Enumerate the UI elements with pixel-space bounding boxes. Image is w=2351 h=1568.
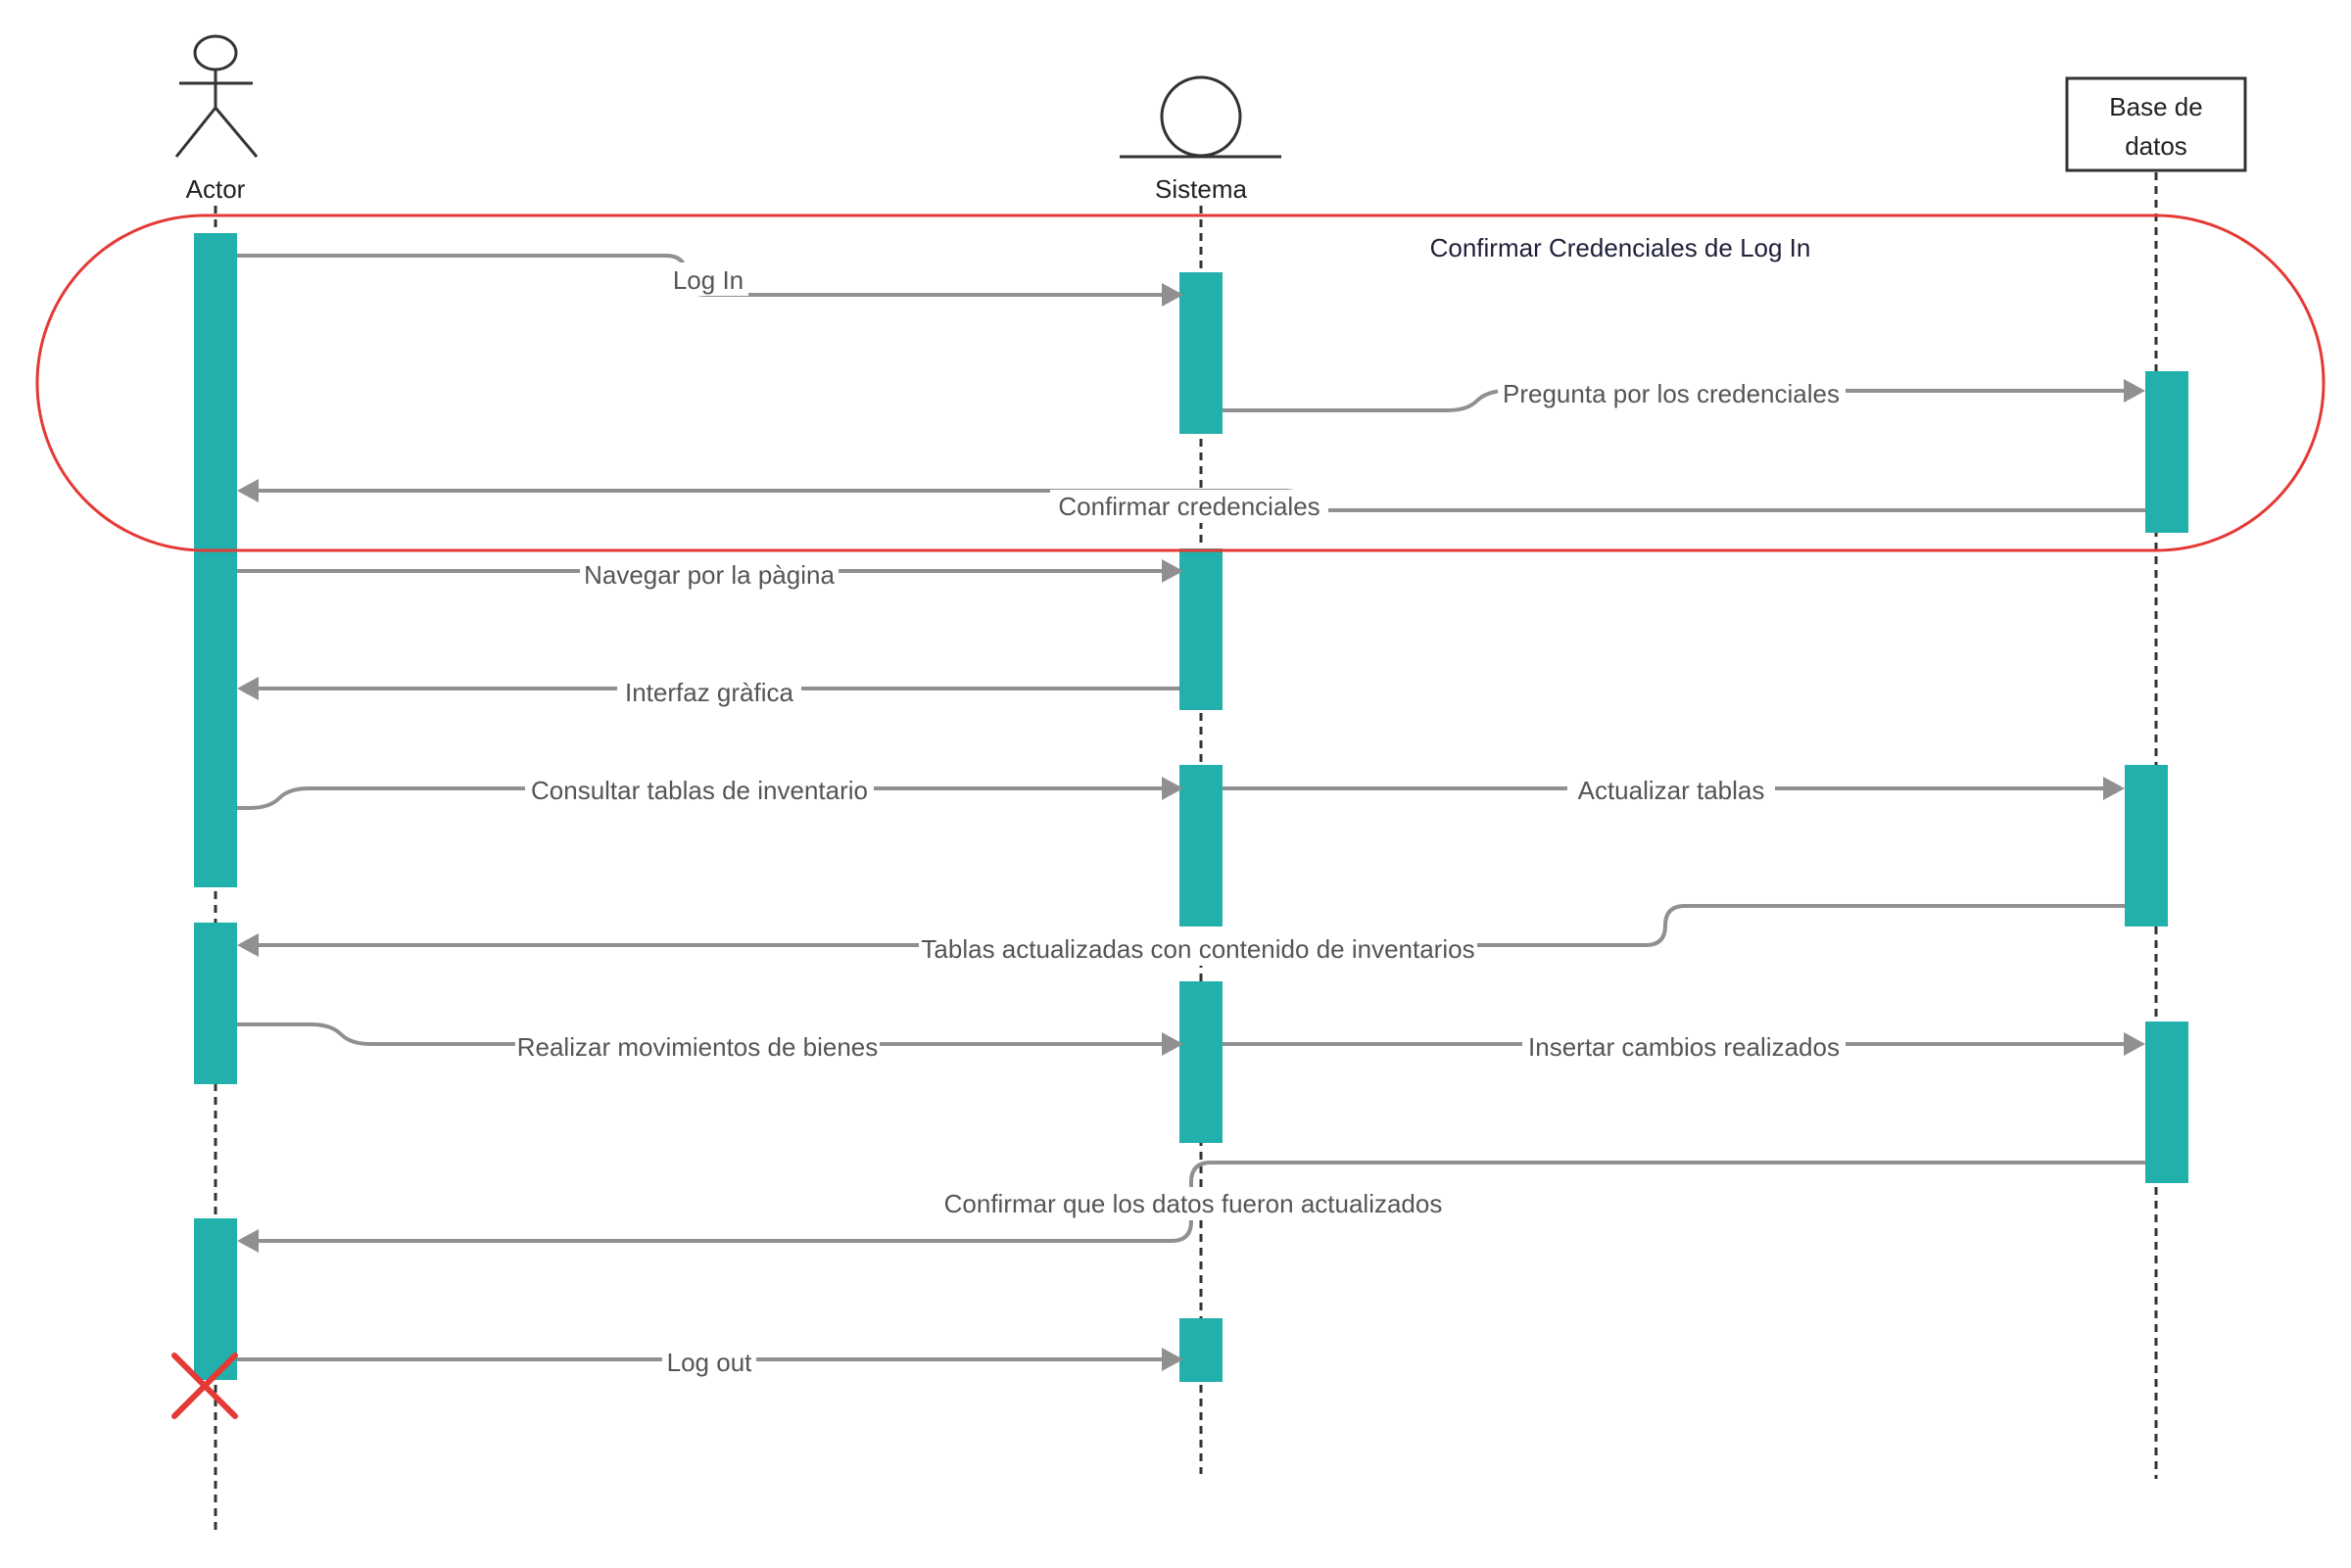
message-label: Interfaz gràfica bbox=[625, 678, 794, 707]
base-datos-label-line1: Base de bbox=[2109, 92, 2202, 121]
boundary-icon bbox=[1120, 75, 1281, 159]
message-tablas-actualizadas: Tablas actualizadas con contenido de inv… bbox=[237, 904, 2125, 966]
sistema-activation-4 bbox=[1179, 981, 1223, 1143]
actor-activation-2 bbox=[194, 923, 237, 1084]
message-realizar: Realizar movimientos de bienes bbox=[237, 1022, 1183, 1064]
destroy-x-icon bbox=[171, 1353, 238, 1419]
message-label: Confirmar que los datos fueron actualiza… bbox=[944, 1189, 1443, 1218]
message-log-out: Log out bbox=[237, 1346, 1183, 1379]
message-label: Log In bbox=[673, 265, 744, 295]
sistema-activation-3 bbox=[1179, 765, 1223, 927]
message-pregunta: Pregunta por los credenciales bbox=[1223, 376, 2145, 412]
message-interfaz: Interfaz gràfica bbox=[237, 676, 1179, 709]
actor-label: Actor bbox=[186, 174, 246, 204]
message-navegar: Navegar por la pàgina bbox=[237, 558, 1183, 592]
message-label: Pregunta por los credenciales bbox=[1503, 379, 1840, 408]
message-label: Log out bbox=[667, 1348, 753, 1377]
message-label: Confirmar credenciales bbox=[1058, 492, 1319, 521]
message-label: Navegar por la pàgina bbox=[584, 560, 835, 590]
base-datos-box bbox=[2065, 76, 2247, 172]
message-label: Insertar cambios realizados bbox=[1528, 1032, 1840, 1062]
frame-title: Confirmar Credenciales de Log In bbox=[1430, 233, 1811, 262]
base-datos-activation-1 bbox=[2145, 371, 2188, 533]
sistema-activation-1 bbox=[1179, 272, 1223, 434]
message-insertar: Insertar cambios realizados bbox=[1223, 1030, 2145, 1064]
message-confirmar-datos: Confirmar que los datos fueron actualiza… bbox=[237, 1161, 2145, 1253]
actor-activation-1 bbox=[194, 233, 237, 887]
message-label: Consultar tablas de inventario bbox=[531, 776, 868, 805]
message-label: Realizar movimientos de bienes bbox=[517, 1032, 879, 1062]
base-datos-activation-2 bbox=[2125, 765, 2168, 927]
base-datos-activation-3 bbox=[2145, 1022, 2188, 1183]
message-confirmar-credenciales: Confirmar credenciales bbox=[237, 479, 2145, 523]
sistema-activation-5 bbox=[1179, 1318, 1223, 1382]
sistema-activation-2 bbox=[1179, 548, 1223, 710]
actor-activation-3 bbox=[194, 1218, 237, 1380]
stick-figure-icon bbox=[174, 34, 259, 158]
base-datos-label-line2: datos bbox=[2125, 131, 2187, 161]
message-label: Actualizar tablas bbox=[1578, 776, 1765, 805]
message-label: Tablas actualizadas con contenido de inv… bbox=[921, 934, 1474, 964]
sistema-label: Sistema bbox=[1155, 174, 1247, 204]
message-log-in: Log In bbox=[237, 254, 1183, 307]
message-consultar: Consultar tablas de inventario bbox=[237, 774, 1183, 810]
confirm-credentials-frame bbox=[35, 214, 2326, 552]
message-actualizar: Actualizar tablas bbox=[1223, 774, 2125, 807]
